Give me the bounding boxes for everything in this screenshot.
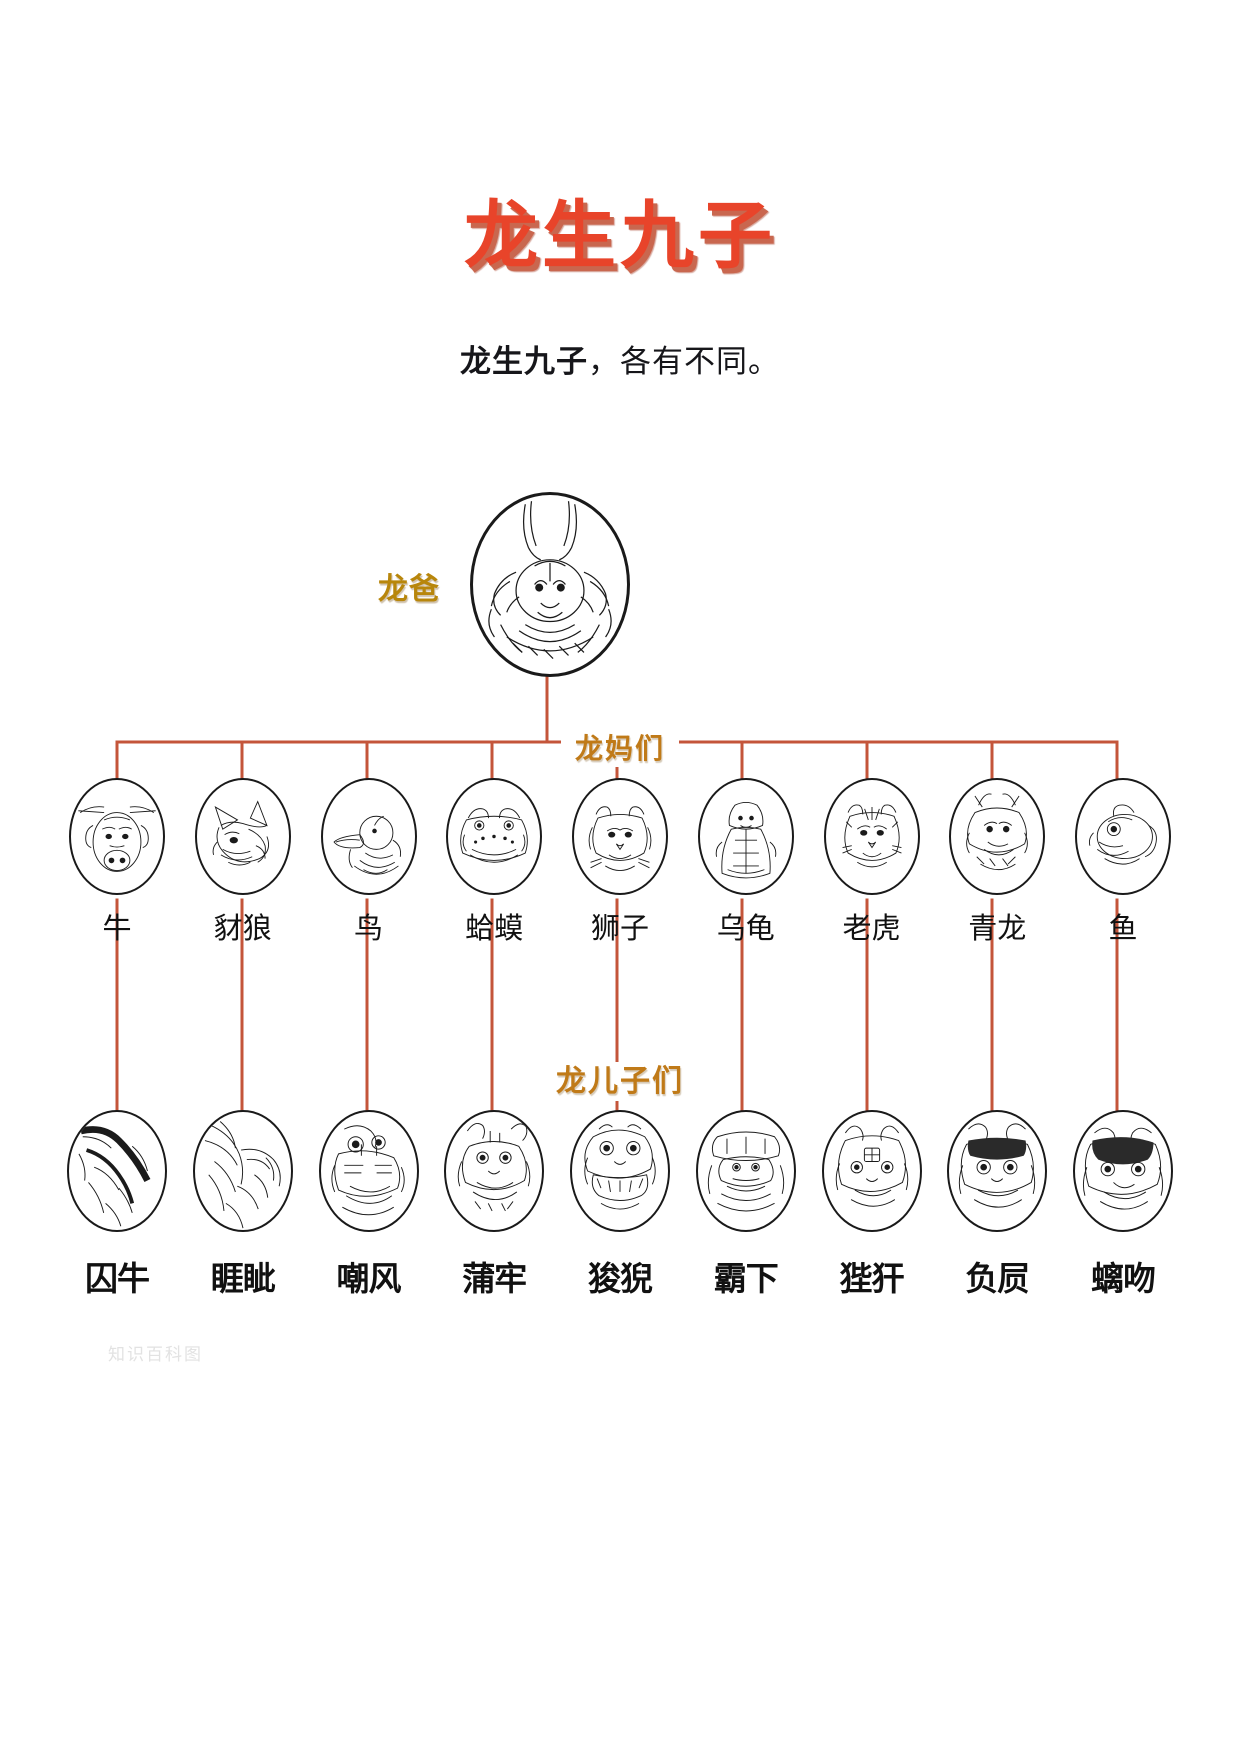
fuxi-icon	[947, 1110, 1048, 1232]
son-cell-pulao[interactable]: 蒲牢	[439, 1110, 549, 1300]
turtle-icon	[697, 778, 794, 895]
mother-cell-turtle[interactable]: 乌龟	[691, 778, 801, 947]
qiuniu-icon	[67, 1110, 167, 1232]
bian-icon	[821, 1110, 922, 1232]
son-label: 蒲牢	[462, 1259, 527, 1298]
bird-icon	[320, 778, 417, 895]
mother-label: 鱼	[1108, 911, 1138, 945]
ox-icon	[69, 778, 165, 895]
suanni-icon	[570, 1110, 670, 1232]
sons-group-label-text: 龙儿子们	[542, 1062, 698, 1101]
sons-row: 囚牛 睚眦	[62, 1110, 1178, 1300]
mother-label: 蛤蟆	[465, 911, 524, 945]
son-label: 螭吻	[1091, 1259, 1156, 1298]
son-label: 囚牛	[85, 1259, 150, 1298]
toad-icon	[446, 778, 543, 895]
yazi-icon	[192, 1110, 293, 1232]
mother-label: 狮子	[590, 911, 649, 945]
son-cell-baxia[interactable]: 霸下	[691, 1110, 801, 1300]
baxia-icon	[695, 1110, 796, 1232]
son-label: 睚眦	[210, 1259, 276, 1298]
son-cell-chaofeng[interactable]: 嘲风	[314, 1110, 424, 1300]
son-label: 嘲风	[336, 1259, 402, 1298]
son-cell-chiwen[interactable]: 螭吻	[1068, 1110, 1178, 1300]
pulao-icon	[444, 1110, 545, 1232]
son-label: 狻猊	[588, 1259, 653, 1298]
dragon-head-icon	[470, 492, 630, 677]
mother-label: 青龙	[968, 911, 1027, 945]
tiger-icon	[823, 778, 920, 895]
mother-cell-fish[interactable]: 鱼	[1068, 778, 1178, 947]
sons-group-label: 龙儿子们	[0, 1056, 1240, 1101]
mother-label: 乌龟	[716, 911, 775, 945]
son-cell-fuxi[interactable]: 负屃	[942, 1110, 1052, 1300]
mother-label: 豺狼	[213, 911, 272, 945]
son-label: 狴犴	[839, 1259, 905, 1298]
son-cell-qiuniu[interactable]: 囚牛	[62, 1110, 172, 1300]
watermark: 知识百科图	[108, 1345, 203, 1365]
son-label: 负屃	[965, 1259, 1030, 1298]
mother-cell-toad[interactable]: 蛤蟆	[439, 778, 549, 947]
mother-cell-bird[interactable]: 鸟	[314, 778, 424, 947]
page-title: 龙生九子	[464, 193, 776, 279]
son-cell-suanni[interactable]: 狻猊	[565, 1110, 675, 1300]
jackal-icon	[194, 778, 291, 895]
mothers-row: 牛 豺狼	[62, 778, 1178, 947]
dragon-father-label: 龙爸	[378, 572, 440, 607]
son-cell-bian[interactable]: 狴犴	[817, 1110, 927, 1300]
subtitle-strong: 龙生九子	[460, 344, 588, 380]
subtitle-light: ，各有不同。	[588, 344, 780, 380]
mother-label: 牛	[102, 911, 132, 945]
mother-cell-lion[interactable]: 狮子	[565, 778, 675, 947]
son-label: 霸下	[713, 1259, 779, 1298]
mothers-group-label-text: 龙妈们	[560, 730, 679, 767]
mother-cell-jackal[interactable]: 豺狼	[188, 778, 298, 947]
page-subtitle: 龙生九子，各有不同。	[0, 336, 1240, 381]
chiwen-icon	[1073, 1110, 1173, 1232]
fish-icon	[1075, 778, 1171, 895]
chaofeng-icon	[318, 1110, 419, 1232]
mother-label: 老虎	[842, 911, 901, 945]
son-cell-yazi[interactable]: 睚眦	[188, 1110, 298, 1300]
lion-icon	[572, 778, 668, 895]
mother-cell-tiger[interactable]: 老虎	[817, 778, 927, 947]
dragon-father-node[interactable]	[470, 492, 630, 677]
mother-cell-ox[interactable]: 牛	[62, 778, 172, 947]
mothers-group-label: 龙妈们	[0, 727, 1240, 767]
mother-label: 鸟	[353, 911, 383, 945]
mother-cell-azure-dragon[interactable]: 青龙	[942, 778, 1052, 947]
azure-dragon-icon	[949, 778, 1046, 895]
